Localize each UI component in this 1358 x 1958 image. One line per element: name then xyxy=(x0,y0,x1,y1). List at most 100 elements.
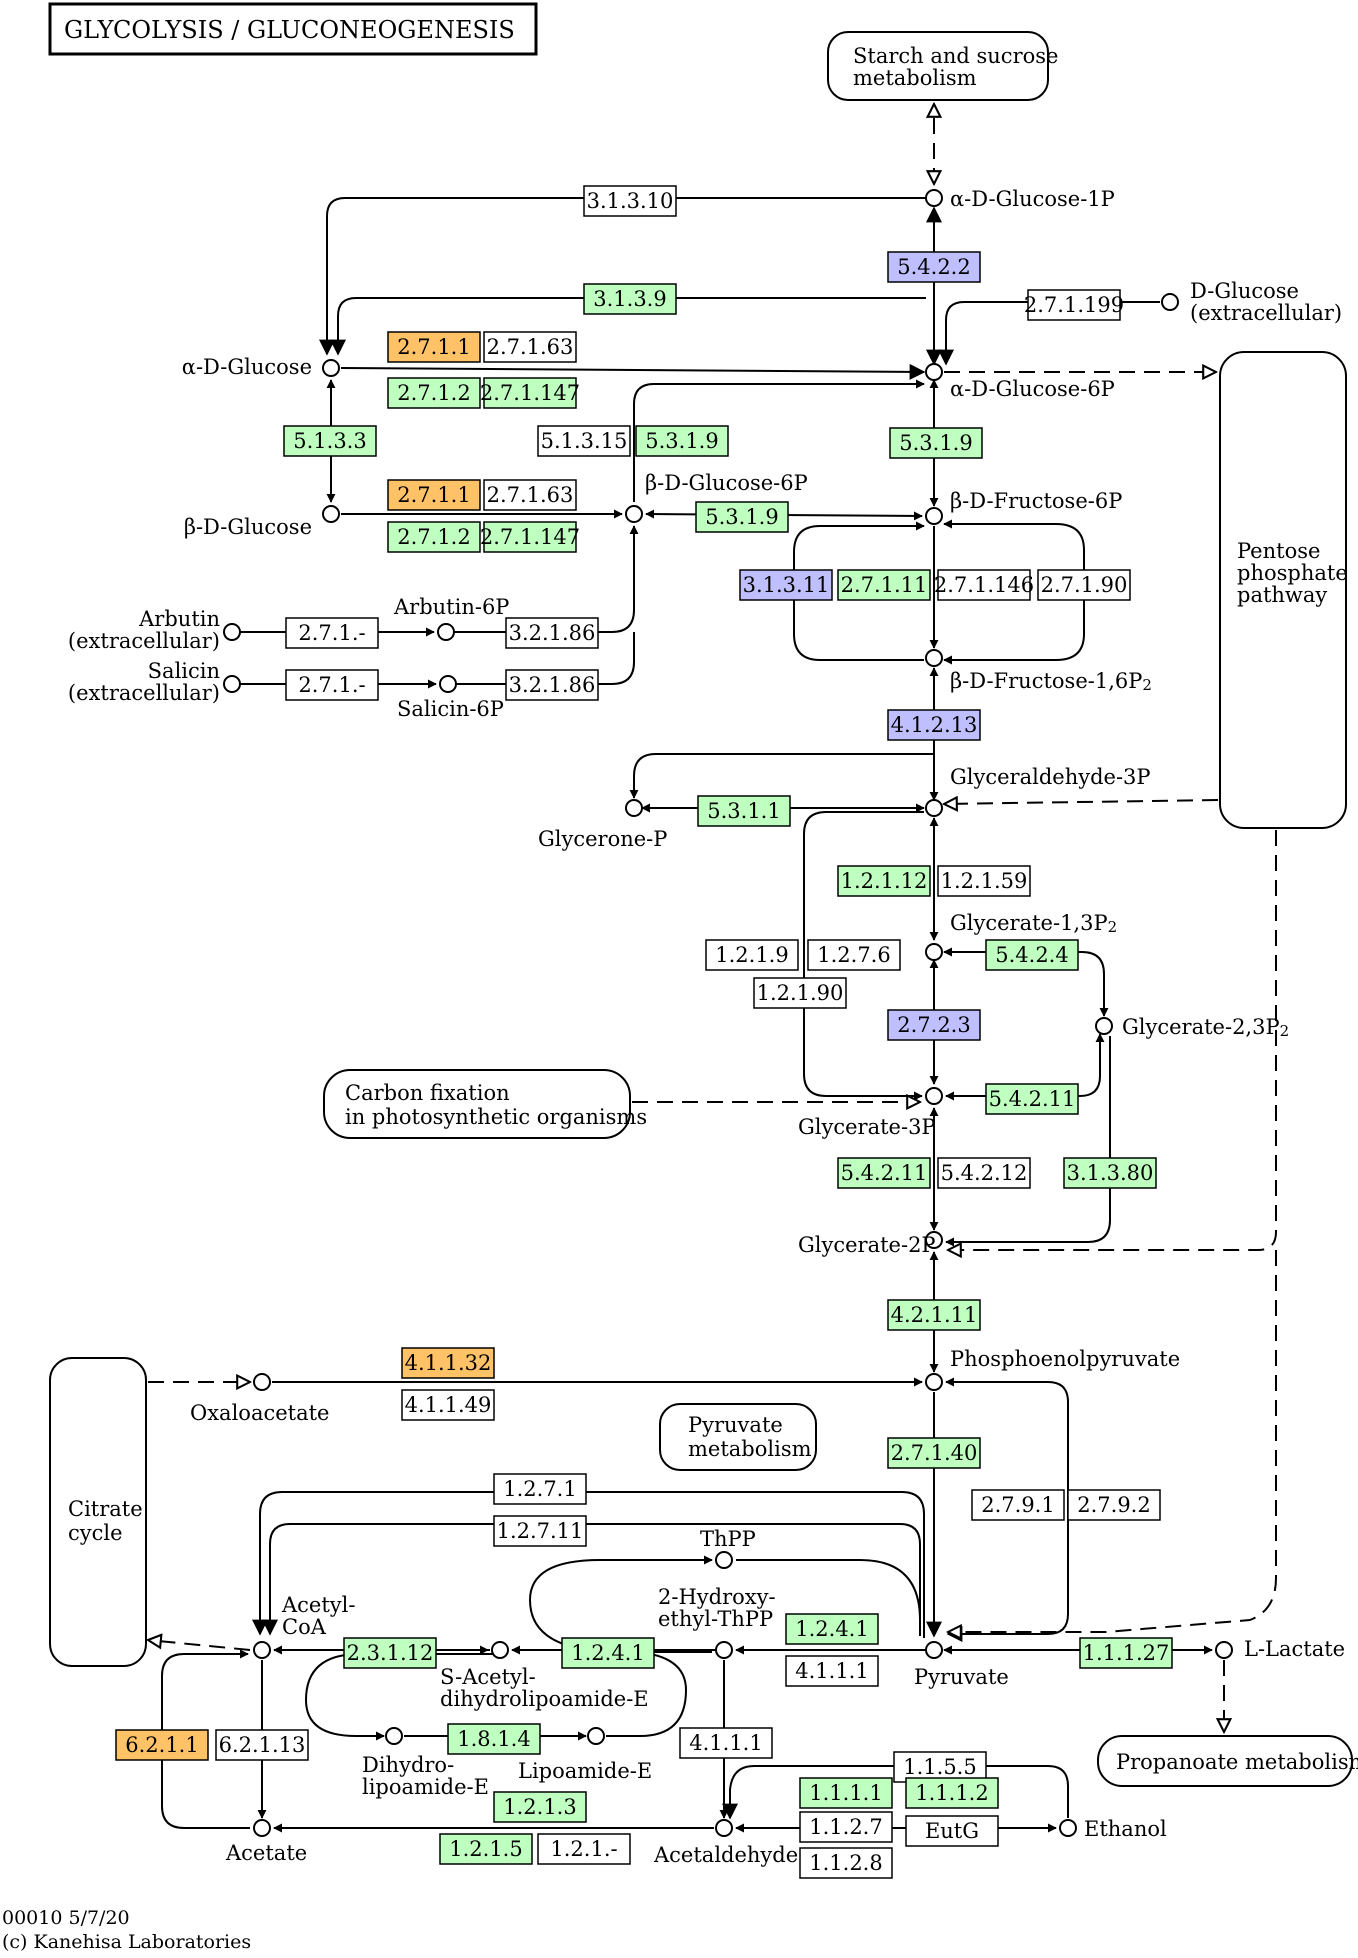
enzyme-box[interactable]: 5.3.1.9 xyxy=(695,501,789,533)
node-l-lactate[interactable] xyxy=(1215,1641,1233,1659)
enzyme-box[interactable]: 2.7.9.2 xyxy=(1067,1489,1161,1521)
enzyme-box[interactable]: 2.7.1.147 xyxy=(480,377,580,409)
enzyme-box[interactable]: 5.3.1.1 xyxy=(697,795,791,827)
enzyme-box[interactable]: 3.1.3.11 xyxy=(739,569,833,601)
enzyme-box[interactable]: 2.7.2.3 xyxy=(887,1009,981,1041)
node-acetaldehyde[interactable] xyxy=(715,1819,733,1837)
enzyme-box[interactable]: 2.7.1.199 xyxy=(1024,289,1124,321)
enzyme-box[interactable]: 5.3.1.9 xyxy=(635,425,729,457)
enzyme-box[interactable]: 4.1.1.1 xyxy=(679,1727,773,1759)
node-beta-d-fructose-16p2[interactable] xyxy=(925,649,943,667)
node-glyceraldehyde-3p[interactable] xyxy=(925,799,943,817)
map-pyruvate-metabolism[interactable]: Pyruvate metabolism xyxy=(659,1403,817,1471)
enzyme-box[interactable]: 1.1.2.8 xyxy=(799,1847,893,1879)
node-hydroxyethyl-thpp[interactable] xyxy=(715,1641,733,1659)
node-alpha-d-glucose[interactable] xyxy=(322,359,340,377)
enzyme-box[interactable]: 2.7.1.147 xyxy=(480,521,580,553)
enzyme-box[interactable]: 5.1.3.3 xyxy=(283,425,377,457)
enzyme-box[interactable]: 1.8.1.4 xyxy=(447,1723,541,1755)
node-thpp[interactable] xyxy=(715,1551,733,1569)
node-glycerate-23p2[interactable] xyxy=(1095,1017,1113,1035)
map-starch-sucrose[interactable]: Starch and sucrose metabolism xyxy=(827,31,1058,101)
enzyme-box[interactable]: 2.7.1.40 xyxy=(887,1437,981,1469)
node-glycerone-p[interactable] xyxy=(625,799,643,817)
node-pyruvate[interactable] xyxy=(925,1641,943,1659)
enzyme-box[interactable]: 1.2.1.90 xyxy=(753,977,847,1009)
node-ethanol[interactable] xyxy=(1059,1819,1077,1837)
enzyme-box[interactable]: 1.2.7.6 xyxy=(807,939,901,971)
enzyme-box[interactable]: 2.7.1.90 xyxy=(1037,569,1131,601)
node-beta-d-glucose[interactable] xyxy=(322,505,340,523)
node-phosphoenolpyruvate[interactable] xyxy=(925,1373,943,1391)
node-beta-d-fructose-6p[interactable] xyxy=(925,507,943,525)
enzyme-box[interactable]: 1.1.2.7 xyxy=(799,1811,893,1843)
enzyme-box[interactable]: 1.2.4.1 xyxy=(561,1637,655,1669)
node-alpha-d-glucose-1p[interactable] xyxy=(925,189,943,207)
enzyme-box[interactable]: 2.7.1.11 xyxy=(837,569,931,601)
enzyme-box[interactable]: 2.7.1.2 xyxy=(387,377,481,409)
enzyme-box[interactable]: 2.7.1.2 xyxy=(387,521,481,553)
enzyme-box[interactable]: 4.1.1.49 xyxy=(401,1389,495,1421)
map-citrate-cycle[interactable]: Citrate cycle xyxy=(49,1357,147,1667)
node-arbutin[interactable] xyxy=(223,623,241,641)
enzyme-box[interactable]: 2.7.1.63 xyxy=(483,331,577,363)
enzyme-box[interactable]: 4.1.2.13 xyxy=(887,709,981,741)
enzyme-box[interactable]: 2.7.1.146 xyxy=(934,569,1034,601)
enzyme-box[interactable]: 1.2.1.59 xyxy=(937,865,1031,897)
node-salicin[interactable] xyxy=(223,675,241,693)
enzyme-box[interactable]: 6.2.1.1 xyxy=(115,1729,209,1761)
node-glycerate-3p[interactable] xyxy=(925,1087,943,1105)
enzyme-box[interactable]: 5.1.3.15 xyxy=(537,425,631,457)
enzyme-box[interactable]: 5.4.2.11 xyxy=(985,1083,1079,1115)
enzyme-box[interactable]: 2.7.1.1 xyxy=(387,331,481,363)
enzyme-box[interactable]: 2.7.1.1 xyxy=(387,479,481,511)
enzyme-box[interactable]: 3.2.1.86 xyxy=(505,617,599,649)
enzyme-box[interactable]: 3.1.3.80 xyxy=(1063,1157,1157,1189)
enzyme-box[interactable]: 1.2.4.1 xyxy=(785,1613,879,1645)
enzyme-box[interactable]: 2.3.1.12 xyxy=(343,1637,437,1669)
enzyme-box[interactable]: 5.4.2.2 xyxy=(887,251,981,283)
node-oxaloacetate[interactable] xyxy=(253,1373,271,1391)
enzyme-box[interactable]: 1.2.7.1 xyxy=(493,1473,587,1505)
enzyme-box[interactable]: 2.7.1.63 xyxy=(483,479,577,511)
node-dihydrolipoamide[interactable] xyxy=(385,1727,403,1745)
node-lipoamide[interactable] xyxy=(587,1727,605,1745)
node-d-glucose-extracellular[interactable] xyxy=(1161,293,1179,311)
enzyme-box[interactable]: 4.1.1.1 xyxy=(785,1655,879,1687)
node-arbutin-6p[interactable] xyxy=(437,623,455,641)
enzyme-box[interactable]: 5.4.2.11 xyxy=(837,1157,931,1189)
map-carbon-fixation[interactable]: Carbon fixation in photosynthetic organi… xyxy=(323,1069,647,1139)
node-acetyl-coa[interactable] xyxy=(253,1641,271,1659)
enzyme-box[interactable]: 2.7.1.- xyxy=(285,617,379,649)
enzyme-box[interactable]: 1.1.1.1 xyxy=(799,1777,893,1809)
enzyme-box[interactable]: 2.7.1.- xyxy=(285,669,379,701)
enzyme-box[interactable]: 1.2.7.11 xyxy=(493,1515,587,1547)
enzyme-box[interactable]: 1.1.1.2 xyxy=(905,1777,999,1809)
node-alpha-d-glucose-6p[interactable] xyxy=(925,363,943,381)
enzyme-box[interactable]: 4.2.1.11 xyxy=(887,1299,981,1331)
map-propanoate-metabolism[interactable]: Propanoate metabolism xyxy=(1097,1735,1358,1787)
enzyme-box[interactable]: 3.1.3.10 xyxy=(583,185,677,217)
enzyme-box[interactable]: 1.2.1.9 xyxy=(705,939,799,971)
node-salicin-6p[interactable] xyxy=(439,675,457,693)
enzyme-box[interactable]: 3.1.3.9 xyxy=(583,283,677,315)
enzyme-box[interactable]: 5.4.2.4 xyxy=(985,939,1079,971)
enzyme-box[interactable]: 1.2.1.5 xyxy=(439,1833,533,1865)
node-beta-d-glucose-6p[interactable] xyxy=(625,505,643,523)
enzyme-box[interactable]: 5.3.1.9 xyxy=(889,427,983,459)
enzyme-box[interactable]: 1.1.1.27 xyxy=(1079,1637,1173,1669)
node-glycerate-13p2[interactable] xyxy=(925,943,943,961)
enzyme-box[interactable]: 1.2.1.3 xyxy=(493,1791,587,1823)
enzyme-box[interactable]: 1.2.1.12 xyxy=(837,865,931,897)
enzyme-box[interactable]: 4.1.1.32 xyxy=(401,1347,495,1379)
node-glycerate-2p[interactable] xyxy=(925,1231,943,1249)
enzyme-box[interactable]: 2.7.9.1 xyxy=(971,1489,1065,1521)
enzyme-box[interactable]: 6.2.1.13 xyxy=(215,1729,309,1761)
enzyme-box[interactable]: 5.4.2.12 xyxy=(937,1157,1031,1189)
enzyme-box[interactable]: 1.2.1.- xyxy=(537,1833,631,1865)
enzyme-box[interactable]: 3.2.1.86 xyxy=(505,669,599,701)
node-acetate[interactable] xyxy=(253,1819,271,1837)
enzyme-box[interactable]: 1.1.5.5 xyxy=(893,1751,987,1783)
node-s-acetyl-dihydrolipoamide[interactable] xyxy=(491,1641,509,1659)
map-pentose-phosphate[interactable]: Pentose phosphate pathway xyxy=(1219,351,1348,829)
